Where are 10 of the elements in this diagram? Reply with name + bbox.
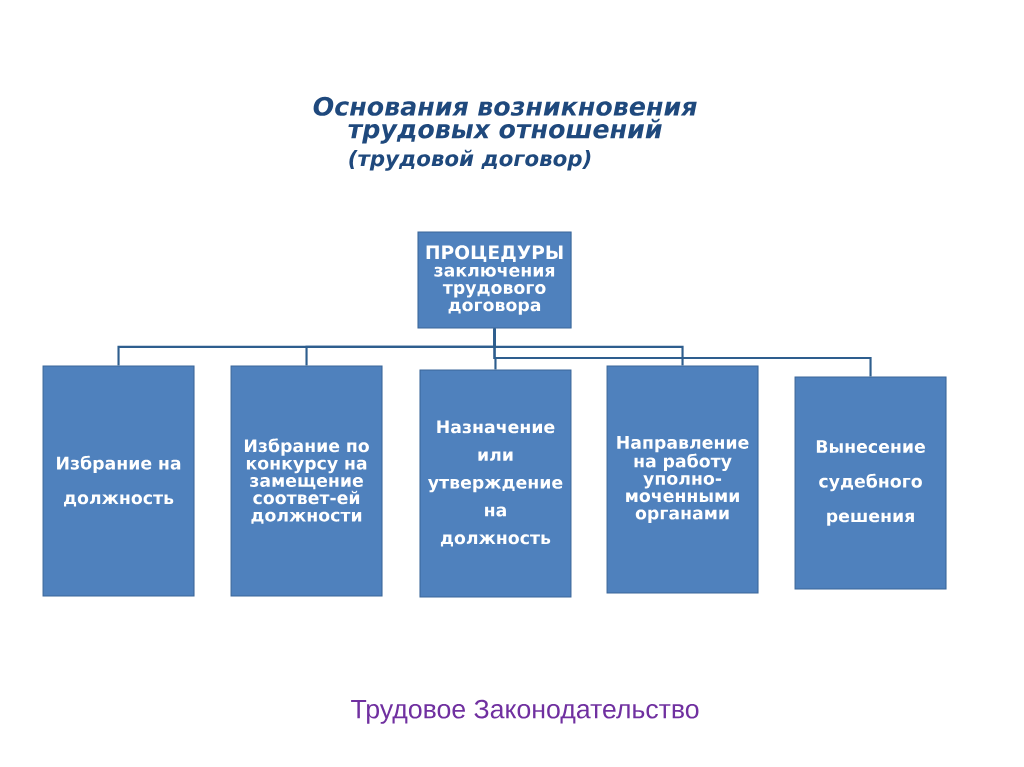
process-box: Избрание по конкурсу на замещение соответ-ей должности xyxy=(230,365,383,597)
connector-line xyxy=(493,328,872,377)
process-box: Направление на работу уполно- моченными органами xyxy=(606,365,759,594)
footer-text: Трудовое Законодательство xyxy=(351,699,699,724)
process-box: Назначение или утверждение на должность xyxy=(419,369,572,598)
subtitle: (трудовой договор) xyxy=(349,149,591,171)
title: Основания возникновения трудовых отношений xyxy=(313,96,697,144)
process-box: Вынесение судебного решения xyxy=(794,376,947,590)
heading-box: ПРОЦЕДУРЫ заключения трудового договора xyxy=(417,231,572,329)
process-box: Избрание на должность xyxy=(42,365,195,597)
